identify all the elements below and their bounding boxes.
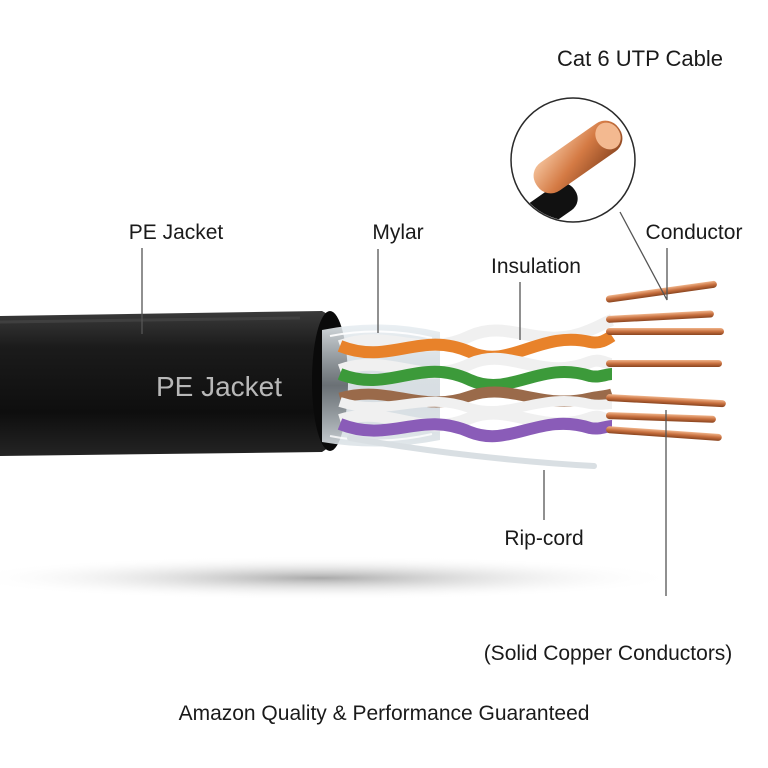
- leader-lines: [141, 211, 668, 596]
- label-rip-cord: Rip-cord: [504, 527, 583, 550]
- label-pe-jacket: PE Jacket: [129, 221, 224, 244]
- label-mylar: Mylar: [372, 221, 423, 244]
- footer-tagline: Amazon Quality & Performance Guaranteed: [179, 702, 590, 725]
- title-cat6-utp-cable: Cat 6 UTP Cable: [557, 46, 723, 71]
- rip-cord: [347, 435, 597, 469]
- label-insulation: Insulation: [491, 255, 581, 278]
- jacket-print: PE Jacket: [156, 371, 282, 402]
- conductor-zoom-inset: [510, 97, 636, 223]
- pair-green: [337, 352, 613, 391]
- cable-shadow: [0, 556, 680, 600]
- label-solid-copper-conductors: (Solid Copper Conductors): [484, 642, 733, 665]
- label-conductor: Conductor: [646, 221, 743, 244]
- copper-conductors: [605, 280, 726, 441]
- pair-purple: [337, 407, 615, 443]
